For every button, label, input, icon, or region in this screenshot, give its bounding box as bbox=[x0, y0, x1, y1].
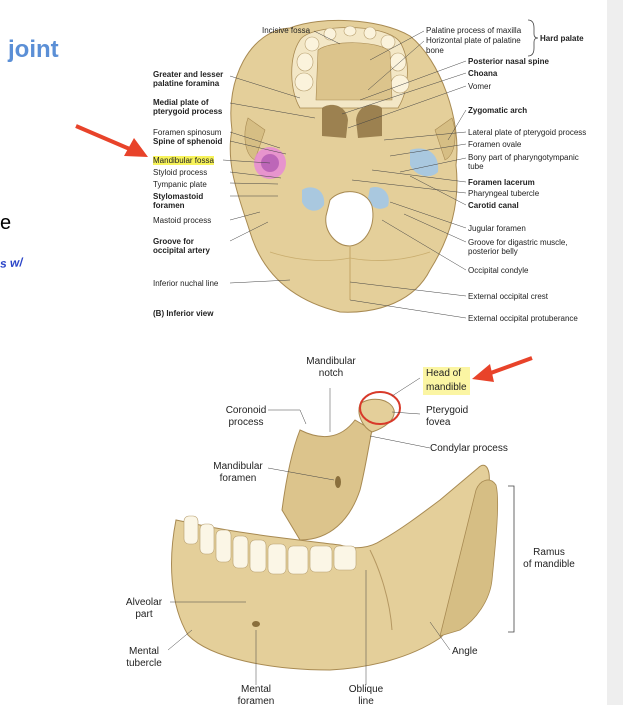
label-inferior-view: (B) Inferior view bbox=[153, 309, 214, 318]
head-of-mandible-circle bbox=[359, 391, 401, 425]
mandible-figure bbox=[167, 356, 533, 685]
slide: joint e s w/ bbox=[0, 19, 587, 707]
label-horizontal-plate: Horizontal plate of palatine bbox=[426, 36, 521, 45]
label-mental-tubercle: Mental tubercle bbox=[126, 646, 162, 669]
label-left-0: Greater and lesser bbox=[153, 70, 224, 79]
label-pterygoid-fovea: Pterygoid fovea bbox=[426, 405, 469, 428]
label-right-11: Jugular foramen bbox=[468, 224, 526, 233]
label-ramus: Ramus of mandible bbox=[523, 547, 575, 570]
label-left-4: Foramen spinosum bbox=[153, 128, 222, 137]
label-right-10: Carotid canal bbox=[468, 201, 519, 210]
label-left-9: Stylomastoid bbox=[153, 192, 204, 201]
label-right-9: Pharyngeal tubercle bbox=[468, 189, 540, 198]
label-oblique-line: Oblique line bbox=[348, 684, 384, 707]
label-coronoid-process: Coronoid process bbox=[225, 405, 267, 428]
label-right-7: tube bbox=[468, 162, 484, 171]
label-left-8: Tympanic plate bbox=[153, 180, 207, 189]
label-left-1: palatine foramina bbox=[153, 79, 220, 88]
label-right-6: Bony part of pharyngotympanic bbox=[468, 153, 579, 162]
label-hard-palate: Hard palate bbox=[540, 34, 584, 43]
label-left-13: occipital artery bbox=[153, 246, 210, 255]
skull-inferior-view-figure bbox=[75, 19, 539, 319]
label-left-5: Spine of sphenoid bbox=[153, 137, 223, 146]
red-arrow-icon bbox=[472, 356, 533, 382]
label-alveolar-part: Alveolar part bbox=[125, 597, 163, 620]
label-right-4: Lateral plate of pterygoid process bbox=[468, 128, 587, 137]
label-bone: bone bbox=[426, 46, 444, 55]
label-left-10: foramen bbox=[153, 201, 185, 210]
label-right-15: External occipital crest bbox=[468, 292, 549, 301]
label-right-8: Foramen lacerum bbox=[468, 178, 535, 187]
label-right-1: Choana bbox=[468, 69, 498, 78]
right-gutter bbox=[607, 0, 623, 705]
label-left-11: Mastoid process bbox=[153, 216, 212, 225]
label-left-2: Medial plate of bbox=[153, 98, 209, 107]
foramen-magnum bbox=[325, 191, 374, 247]
label-head-of-mandible: Head of mandible bbox=[423, 367, 470, 395]
label-right-0: Posterior nasal spine bbox=[468, 57, 549, 66]
label-right-12: Groove for digastric muscle, bbox=[468, 238, 568, 247]
label-left-14: Inferior nuchal line bbox=[153, 279, 219, 288]
label-angle: Angle bbox=[452, 646, 478, 657]
body-text-fragment: e bbox=[0, 212, 12, 234]
label-right-2: Vomer bbox=[468, 82, 492, 91]
label-right-3: Zygomatic arch bbox=[468, 106, 528, 115]
label-palatine-process: Palatine process of maxilla bbox=[426, 26, 522, 35]
label-right-13: posterior belly bbox=[468, 247, 518, 256]
red-arrow-icon bbox=[75, 124, 148, 157]
label-left-12: Groove for bbox=[153, 237, 194, 246]
label-incisive-fossa: Incisive fossa bbox=[262, 26, 311, 35]
label-mandibular-fossa: Mandibular fossa bbox=[153, 156, 214, 165]
label-mental-foramen: Mental foramen bbox=[237, 684, 275, 707]
label-right-14: Occipital condyle bbox=[468, 266, 529, 275]
label-condylar-process: Condylar process bbox=[430, 443, 508, 454]
label-right-16: External occipital protuberance bbox=[468, 314, 578, 323]
slide-title: joint bbox=[8, 36, 59, 63]
label-left-7: Styloid process bbox=[153, 168, 208, 177]
label-left-3: pterygoid process bbox=[153, 107, 223, 116]
label-mandibular-notch: Mandibular notch bbox=[306, 356, 356, 379]
label-mandibular-foramen: Mandibular foramen bbox=[213, 461, 263, 484]
label-right-5: Foramen ovale bbox=[468, 140, 522, 149]
